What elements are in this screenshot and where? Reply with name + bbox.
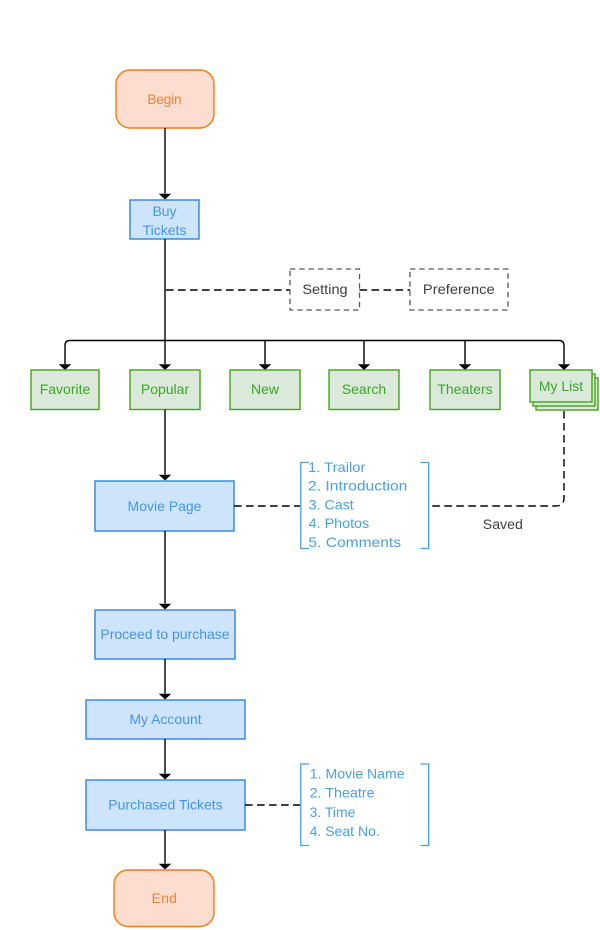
svg-text:4. Seat No.: 4. Seat No. xyxy=(310,823,380,839)
svg-text:New: New xyxy=(251,381,280,397)
svg-text:5. Comments: 5. Comments xyxy=(308,534,401,550)
svg-text:Favorite: Favorite xyxy=(40,381,91,397)
svg-text:Setting: Setting xyxy=(302,281,347,297)
svg-text:Tickets: Tickets xyxy=(143,222,187,238)
svg-text:Buy: Buy xyxy=(152,203,176,219)
svg-text:End: End xyxy=(152,890,177,906)
svg-text:3. Time: 3. Time xyxy=(310,804,356,820)
svg-text:Popular: Popular xyxy=(141,381,190,397)
svg-text:Purchased Tickets: Purchased Tickets xyxy=(108,797,222,813)
svg-text:1. Trailor: 1. Trailor xyxy=(308,459,366,475)
svg-text:2. Introduction: 2. Introduction xyxy=(308,478,407,494)
svg-text:1. Movie Name: 1. Movie Name xyxy=(310,766,405,782)
svg-text:Saved: Saved xyxy=(483,516,523,532)
svg-text:4. Photos: 4. Photos xyxy=(309,515,370,531)
svg-text:Search: Search xyxy=(342,381,386,397)
svg-text:2. Theatre: 2. Theatre xyxy=(310,785,375,801)
svg-text:Movie Page: Movie Page xyxy=(128,498,202,514)
svg-text:My List: My List xyxy=(539,378,583,394)
svg-text:My Account: My Account xyxy=(129,711,201,727)
svg-text:3. Cast: 3. Cast xyxy=(309,496,354,512)
svg-text:Preference: Preference xyxy=(423,281,495,297)
svg-text:Begin: Begin xyxy=(147,91,181,107)
svg-text:Proceed to purchase: Proceed to purchase xyxy=(100,626,229,642)
svg-text:Theaters: Theaters xyxy=(437,381,492,397)
